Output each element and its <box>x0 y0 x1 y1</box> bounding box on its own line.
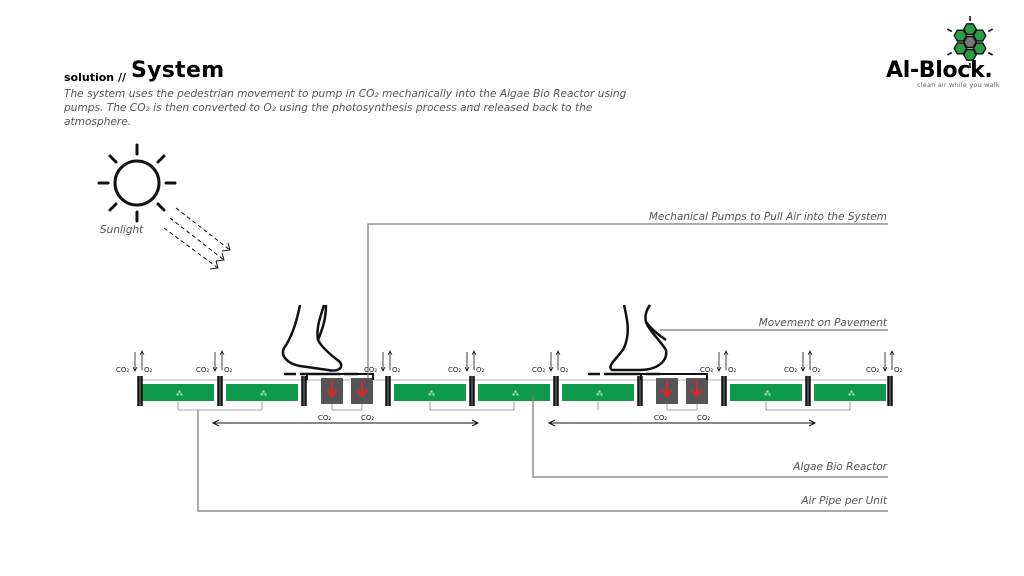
logo-spoke <box>987 51 994 56</box>
span-arrows <box>211 419 817 427</box>
co2-in-arrowhead <box>380 366 386 372</box>
algae-bioreactor-panel <box>394 384 466 401</box>
description-text: The system uses the pedestrian movement … <box>64 88 627 128</box>
section-prefix: solution // <box>64 71 126 84</box>
o2-out-label: O₂ <box>812 366 821 374</box>
pump-housing <box>640 373 708 380</box>
o2-out-label: O₂ <box>476 366 485 374</box>
pipe-label: Air Pipe per Unit <box>801 495 887 507</box>
algae-leaf-icon: ⁂ <box>176 390 183 398</box>
pump-arrow-head <box>356 389 368 398</box>
o2-out-arrowhead <box>723 350 729 356</box>
leader-lines <box>197 223 888 512</box>
algae-bioreactor-panel <box>814 384 886 401</box>
co2-in-label: CO₂ <box>532 366 546 374</box>
pump-arrow-head <box>661 389 673 398</box>
algae-label: Algae Bio Reactor <box>793 461 887 473</box>
sunlight-label: Sunlight <box>100 224 144 236</box>
co2-in-arrowhead <box>464 366 470 372</box>
logo-hex-cell <box>962 48 978 61</box>
logo-spoke <box>987 28 994 33</box>
pump-co2-label: CO₂ <box>697 414 711 422</box>
algae-bioreactor-panel <box>226 384 298 401</box>
o2-out-label: O₂ <box>560 366 569 374</box>
pump-arrow-head <box>691 389 703 398</box>
o2-out-arrowhead <box>219 350 225 356</box>
algae-leaf-icon: ⁂ <box>512 390 519 398</box>
logo-spoke <box>946 51 953 56</box>
o2-out-arrowhead <box>139 350 145 356</box>
algae-bioreactor-panel <box>478 384 550 401</box>
co2-in-label: CO₂ <box>116 366 130 374</box>
algae-bioreactor-panel <box>142 384 214 401</box>
leader-pumps <box>367 223 888 378</box>
logo-tagline: clean air while you walk <box>917 81 1000 89</box>
o2-out-label: O₂ <box>224 366 233 374</box>
o2-out-label: O₂ <box>728 366 737 374</box>
algae-leaf-icon: ⁂ <box>428 390 435 398</box>
co2-in-arrowhead <box>548 366 554 372</box>
movement-label: Movement on Pavement <box>758 317 887 329</box>
page-title: System <box>131 58 225 83</box>
algae-leaf-icon: ⁂ <box>260 390 267 398</box>
algae-bioreactor-panel <box>562 384 634 401</box>
o2-out-arrowhead <box>889 350 895 356</box>
o2-out-arrowhead <box>387 350 393 356</box>
logo-hex-cell <box>962 23 978 36</box>
algae-bioreactor-panel <box>730 384 802 401</box>
foot-left-icon <box>281 304 343 372</box>
algae-leaf-icon: ⁂ <box>848 390 855 398</box>
co2-in-arrowhead <box>882 366 888 372</box>
logo-hex-cell <box>962 35 978 49</box>
co2-in-arrowhead <box>212 366 218 372</box>
sunlight-rays-icon <box>163 207 231 269</box>
o2-out-label: O₂ <box>144 366 153 374</box>
pumps-label: Mechanical Pumps to Pull Air into the Sy… <box>648 211 887 223</box>
foot-right-icon <box>609 304 668 372</box>
co2-in-label: CO₂ <box>784 366 798 374</box>
o2-out-arrowhead <box>555 350 561 356</box>
gas-flow-arrows <box>132 350 895 372</box>
logo-hex-cell <box>953 29 968 42</box>
o2-out-arrowhead <box>807 350 813 356</box>
co2-in-label: CO₂ <box>364 366 378 374</box>
pump-co2-label: CO₂ <box>318 414 332 422</box>
logo-hex-cell <box>972 42 987 55</box>
pump-co2-label: CO₂ <box>654 414 668 422</box>
leader-algae <box>532 395 888 478</box>
logo-hex-cell <box>953 42 968 55</box>
pump-arrow-head <box>326 389 338 398</box>
sunlight-ray-arrowheads <box>209 242 231 270</box>
co2-in-arrowhead <box>800 366 806 372</box>
logo-name: Al-Block. <box>886 58 993 83</box>
co2-in-label: CO₂ <box>866 366 880 374</box>
algae-leaf-icon: ⁂ <box>764 390 771 398</box>
co2-in-arrowhead <box>716 366 722 372</box>
co2-in-label: CO₂ <box>700 366 714 374</box>
algae-leaf-icon: ⁂ <box>596 390 603 398</box>
leader-pipe <box>197 410 888 512</box>
co2-in-label: CO₂ <box>196 366 210 374</box>
logo-hex-cell <box>972 29 987 42</box>
logo-spoke <box>946 28 953 33</box>
co2-in-arrowhead <box>132 366 138 372</box>
o2-out-label: O₂ <box>894 366 903 374</box>
pump-co2-label: CO₂ <box>361 414 375 422</box>
co2-in-label: CO₂ <box>448 366 462 374</box>
hexagon-cluster-icon <box>946 16 994 68</box>
sun-icon <box>97 143 177 223</box>
o2-out-arrowhead <box>471 350 477 356</box>
o2-out-label: O₂ <box>392 366 401 374</box>
